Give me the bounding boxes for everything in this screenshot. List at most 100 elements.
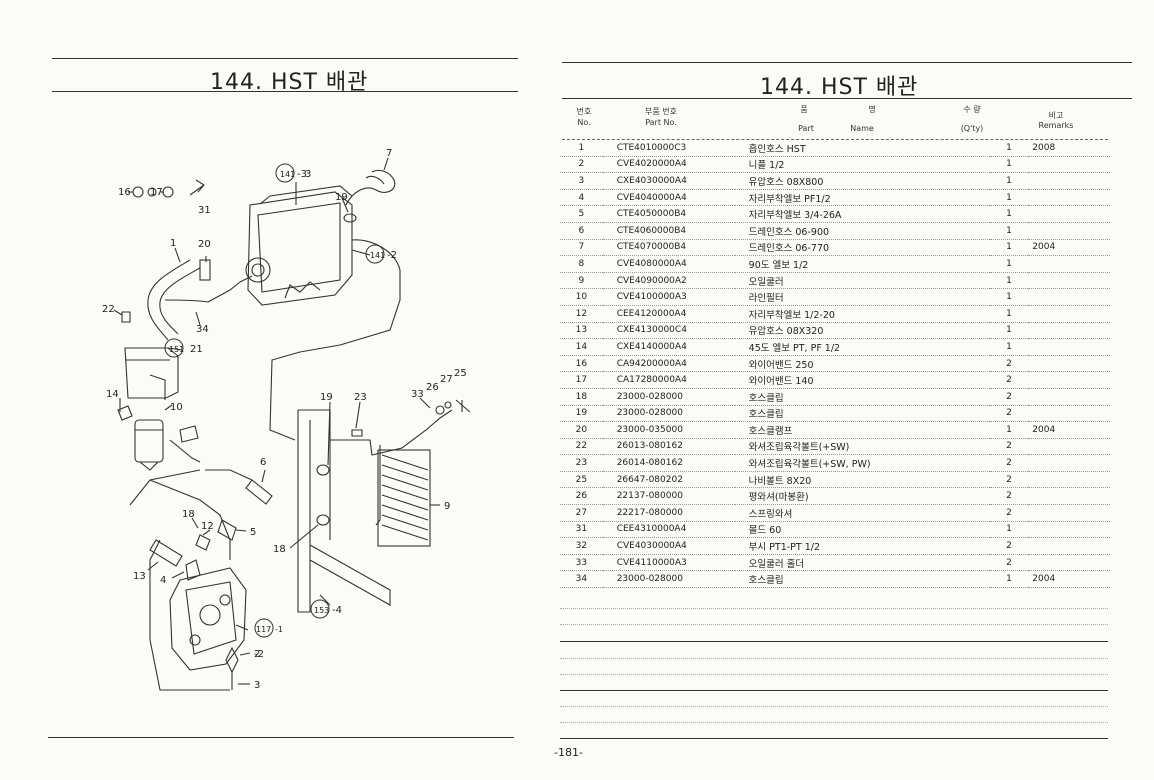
page-number: -181- <box>554 746 583 759</box>
return-hose <box>269 239 401 441</box>
header-top-rule <box>562 98 1132 99</box>
right-page: 144. HST 배관 번호 No. 부품 번호 Part No. 품 명 Pa… <box>540 0 1154 780</box>
row-part-name: 와이어밴드 250 <box>734 355 990 373</box>
callout-2: -2 <box>254 649 264 660</box>
header-bottom-rule <box>562 139 1108 140</box>
row-qty: 2 <box>989 355 1029 373</box>
row-part-name: 45도 엘보 PT, PF 1/2 <box>734 338 990 356</box>
filter-bracket <box>124 347 179 399</box>
callout-13: 13 <box>133 571 146 582</box>
row-qty: 1 <box>989 570 1029 589</box>
row-no: 5 <box>560 205 603 223</box>
row-no: 25 <box>560 471 603 489</box>
row-part-name: 와셔조립육각볼트(+SW) <box>734 438 990 456</box>
hst-pump <box>169 567 247 671</box>
row-no: 10 <box>560 288 603 306</box>
row-part-no: 26014-080162 <box>602 454 735 472</box>
row-remarks <box>1028 504 1110 522</box>
callout-23: 23 <box>354 392 367 403</box>
row-part-name: 자리부착엘보 PF1/2 <box>734 189 990 207</box>
bottom-rule <box>48 737 514 738</box>
callout-5: 5 <box>250 527 256 538</box>
row-remarks: 2004 <box>1028 570 1110 589</box>
row-part-name: 몰드 60 <box>734 521 990 539</box>
left-page-title: 144. HST 배관 <box>210 70 369 95</box>
row-part-no: CA94200000A4 <box>602 355 735 373</box>
row-remarks <box>1028 156 1110 174</box>
drain-hose-6 <box>245 479 273 505</box>
row-part-name: 부시 PT1-PT 1/2 <box>734 537 990 555</box>
row-no: 32 <box>560 537 603 555</box>
row-no: 12 <box>560 305 603 323</box>
title-rule <box>52 91 518 92</box>
row-no: 7 <box>560 239 603 257</box>
row-qty: 2 <box>989 454 1029 472</box>
row-qty: 1 <box>989 338 1029 356</box>
row-part-no: CXE4030000A4 <box>602 172 735 190</box>
col-name-en-part: Part <box>798 124 814 133</box>
callout-1-pump: -1 <box>275 625 283 634</box>
callout-151: 151 <box>169 345 184 354</box>
row-part-no: 23000-028000 <box>602 405 735 423</box>
row-part-name: 호스클립 <box>734 570 990 589</box>
row-remarks <box>1028 305 1110 323</box>
callout-27: 27 <box>440 374 453 385</box>
col-name-ko-1: 품 <box>800 105 808 114</box>
row-no: 14 <box>560 338 603 356</box>
row-qty: 1 <box>989 322 1029 340</box>
row-qty: 2 <box>989 487 1029 506</box>
row-part-no: 23000-035000 <box>602 421 735 439</box>
row-qty: 1 <box>989 189 1029 207</box>
row-remarks <box>1028 371 1110 389</box>
callout-3a: -3 <box>297 169 307 180</box>
row-part-no: CVE4030000A4 <box>602 537 735 555</box>
row-no: 22 <box>560 438 603 456</box>
col-remarks-en: Remarks <box>1038 121 1074 130</box>
row-remarks <box>1028 288 1110 306</box>
row-no: 34 <box>560 570 603 589</box>
row-remarks <box>1028 272 1110 290</box>
row-remarks <box>1028 205 1110 223</box>
callout-26: 26 <box>426 382 439 393</box>
row-part-name: 호스클램프 <box>734 421 990 439</box>
row-no: 13 <box>560 322 603 340</box>
row-part-name: 자리부착엘보 3/4-26A <box>734 205 990 223</box>
row-qty: 1 <box>989 140 1029 157</box>
col-name-ko-2: 명 <box>868 105 876 114</box>
row-part-name: 호스클립 <box>734 388 990 406</box>
callout-17: 17 <box>150 187 163 198</box>
row-qty: 2 <box>989 371 1029 389</box>
callout-20: 20 <box>198 239 211 250</box>
row-part-no: CTE4010000C3 <box>602 140 735 157</box>
row-part-no: 26013-080162 <box>602 438 735 456</box>
callout-18-right: 18 <box>273 544 286 555</box>
row-qty: 1 <box>989 305 1029 323</box>
row-part-name: 스프링와셔 <box>734 504 990 522</box>
row-part-name: 니플 1/2 <box>734 156 990 174</box>
row-part-no: CA17280000A4 <box>602 371 735 389</box>
row-no: 18 <box>560 388 603 406</box>
row-remarks <box>1028 222 1110 240</box>
row-remarks: 2008 <box>1028 140 1110 157</box>
row-part-name: 와이어밴드 140 <box>734 371 990 389</box>
row-part-no: CEE4120000A4 <box>602 305 735 323</box>
row-part-no: CXE4140000A4 <box>602 338 735 356</box>
row-part-name: 흡인호스 HST <box>734 140 990 157</box>
row-remarks <box>1028 487 1110 506</box>
callout-22: 22 <box>102 304 115 315</box>
col-part-en: Part No. <box>645 118 677 127</box>
hst-reservoir-tank <box>247 191 353 306</box>
callout-19-top: 19 <box>335 192 348 203</box>
